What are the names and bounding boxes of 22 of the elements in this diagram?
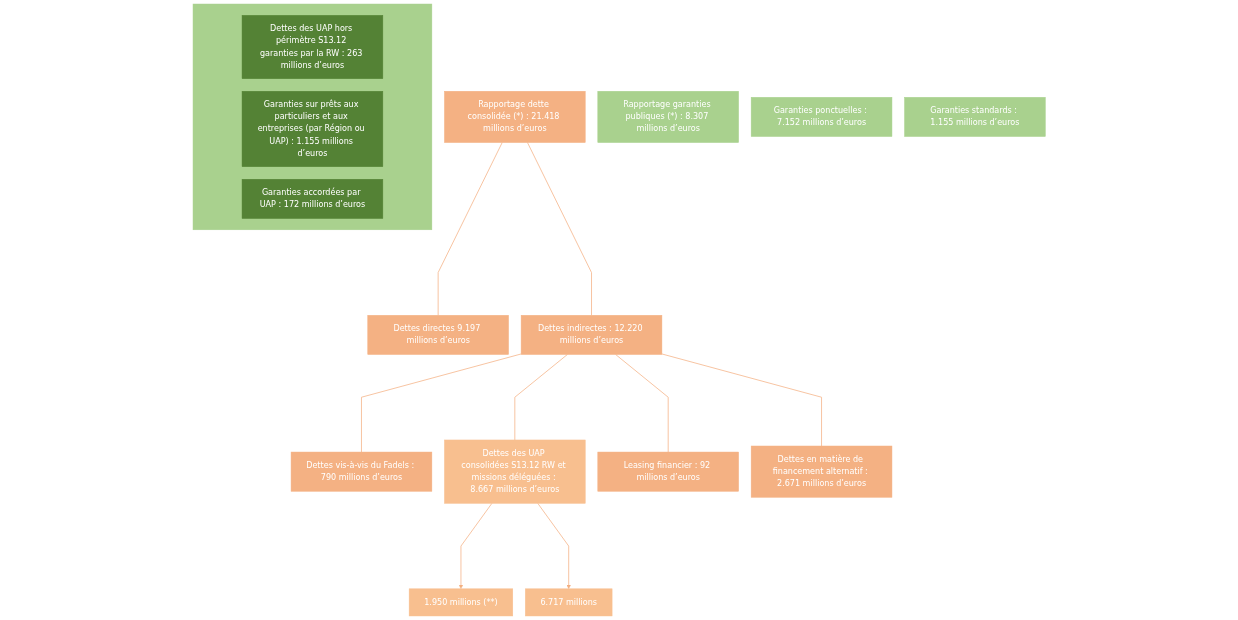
node-box: Rapportage dette consolidée (*) : 21.418 millions d’euros (444, 91, 586, 143)
node-box: Dettes directes 9.197 millions d’euros (367, 315, 509, 355)
node-box: Garanties accordées par UAP : 172 millions d’euros (241, 179, 383, 219)
connector (615, 354, 669, 453)
node-box: Leasing financier : 92 millions d’euros (597, 451, 739, 492)
node-box: Garanties standards : 1.155 millions d’euros (904, 97, 1046, 137)
node-box: Dettes en matière de financement alternatif : 2.671 millions d’euros (750, 445, 893, 498)
cluster (192, 3, 432, 231)
connector (514, 354, 568, 441)
node-box: Dettes vis-à-vis du Fadels : 790 millions d’euros (290, 451, 432, 492)
node-box: Dettes indirectes : 12.220 millions d’euros (520, 315, 662, 355)
connector (360, 353, 522, 453)
connector (661, 353, 822, 447)
node-box: Garanties sur prêts aux particuliers et aux entreprises (par Région ou UAP) : 1.155 millions d’euros (241, 91, 383, 167)
node-box: Rapportage garanties publiques (*) : 8.307 millions d’euros (597, 91, 739, 143)
connector (526, 142, 592, 316)
node-box: 1.950 millions (**) (408, 588, 513, 617)
node-box: Dettes des UAP hors périmètre S13.12 garanties par la RW : 263 millions d’euros (241, 15, 383, 79)
node-box: Garanties ponctuelles : 7.152 millions d’euros (750, 97, 893, 137)
node-box: 6.717 millions (524, 588, 613, 617)
node-box: Dettes des UAP consolidées S13.12 RW et missions déléguées : 8.667 millions d’euros (444, 439, 586, 504)
connector (437, 142, 503, 316)
